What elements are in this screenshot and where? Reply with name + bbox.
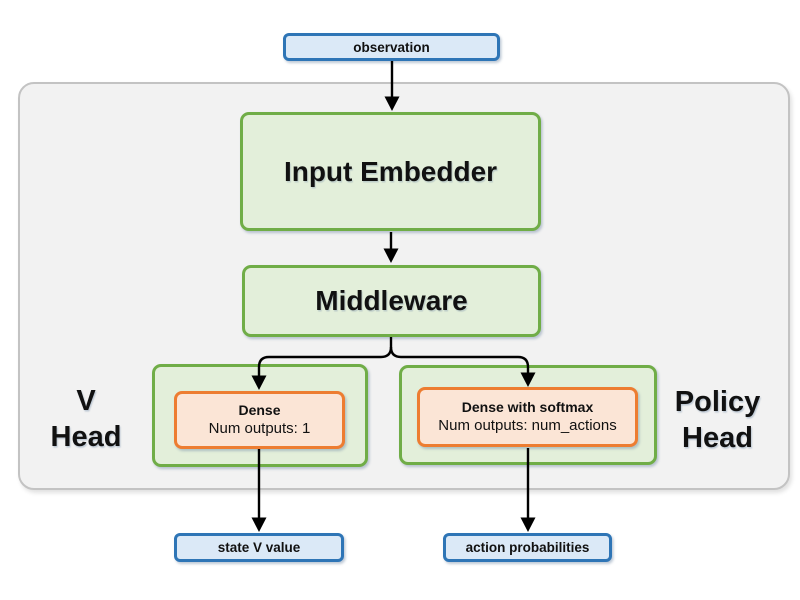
policy-head-label: Policy Head (655, 384, 780, 456)
policy-head-label-line2: Head (682, 422, 753, 454)
v-head-dense-title: Dense (238, 402, 281, 419)
state-v-value-node: state V value (174, 533, 344, 562)
action-probabilities-label: action probabilities (465, 540, 590, 555)
observation-node: observation (283, 33, 500, 61)
policy-head-dense-subtitle: Num outputs: num_actions (438, 417, 617, 435)
middleware-label: Middleware (315, 285, 468, 316)
v-head-dense-subtitle: Num outputs: 1 (208, 420, 311, 438)
policy-head-label-line1: Policy (674, 386, 761, 418)
v-head-label: V Head (24, 383, 148, 455)
input-embedder-label: Input Embedder (283, 155, 498, 187)
policy-head-dense-node: Dense with softmax Num outputs: num_acti… (417, 387, 638, 447)
middleware-node: Middleware (242, 265, 541, 337)
state-v-value-label: state V value (217, 540, 301, 555)
v-head-label-line2: Head (50, 421, 122, 453)
observation-label: observation (353, 39, 430, 55)
input-embedder-node: Input Embedder (240, 112, 541, 231)
policy-head-dense-title: Dense with softmax (461, 399, 594, 416)
v-head-label-line1: V (76, 385, 96, 417)
v-head-dense-node: Dense Num outputs: 1 (174, 391, 345, 449)
action-probabilities-node: action probabilities (443, 533, 612, 562)
